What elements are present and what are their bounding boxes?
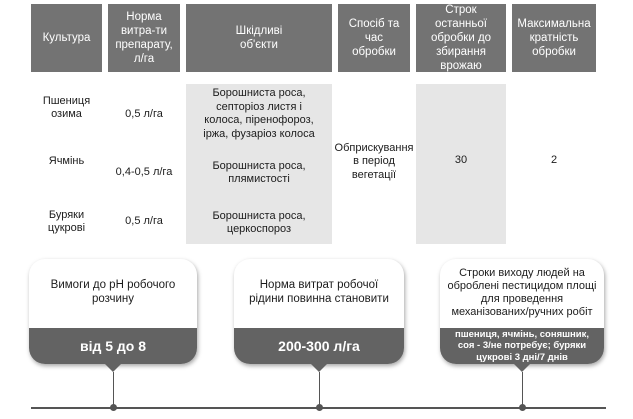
timeline-dot-2	[316, 404, 323, 411]
max-treatments-value: 2	[550, 154, 558, 167]
header-method: Спосіб та час обробки	[338, 4, 410, 72]
ph-card-pointer	[105, 364, 121, 372]
volume-card-value: 200-300 л/га	[234, 328, 404, 364]
last-treatment-column: 30	[416, 84, 506, 244]
rate-sugar-beet: 0,5 л/га	[125, 215, 163, 228]
reentry-card-title: Строки виходу людей на оброблені пестици…	[447, 267, 597, 318]
reentry-card-pointer	[514, 364, 530, 372]
pests-column: Борошниста роса, септоріоз листя і колос…	[186, 84, 332, 244]
volume-card-pointer	[311, 364, 327, 372]
header-culture: Культура	[31, 4, 102, 72]
connector-line-3	[522, 372, 523, 406]
reentry-card-value: пшениця, ячмінь, соняшник, соя - 3/не по…	[440, 328, 604, 364]
volume-card-title: Норма витрат робочої рідини повинна стан…	[249, 278, 389, 306]
reentry-card: Строки виходу людей на оброблені пестици…	[440, 259, 604, 364]
timeline-dot-3	[519, 404, 526, 411]
connector-line-2	[319, 372, 320, 406]
ph-card-title: Вимоги до pH робочого розчину	[50, 278, 176, 306]
crop-sugar-beet: Буряки цукрові	[47, 208, 86, 235]
last-treatment-value: 30	[454, 154, 468, 167]
rate-barley: 0,4-0,5 л/га	[115, 166, 173, 179]
pests-wheat: Борошниста роса, септоріоз листя і колос…	[203, 87, 315, 140]
ph-card-value: від 5 до 8	[29, 328, 197, 364]
crop-wheat: Пшениця озима	[42, 94, 91, 121]
method-cell: Обприскування в період вегетації	[334, 141, 414, 181]
crop-barley: Ячмінь	[48, 155, 85, 168]
header-last-treatment: Строк останньої обробки до збирання врож…	[416, 4, 506, 72]
pests-barley: Борошниста роса, плямистості	[212, 159, 306, 186]
pests-sugar-beet: Борошниста роса, церкоспороз	[212, 209, 306, 236]
rate-wheat: 0,5 л/га	[125, 108, 163, 121]
header-rate: Норма витра-ти препарату, л/га	[108, 4, 180, 72]
connector-line-1	[113, 372, 114, 406]
header-max-treatments: Максимальна кратність обробки	[512, 4, 596, 72]
ph-card: Вимоги до pH робочого розчину від 5 до 8	[29, 259, 197, 364]
volume-card: Норма витрат робочої рідини повинна стан…	[234, 259, 404, 364]
timeline-dot-1	[110, 404, 117, 411]
header-pests: Шкідливі об'єкти	[186, 4, 332, 72]
